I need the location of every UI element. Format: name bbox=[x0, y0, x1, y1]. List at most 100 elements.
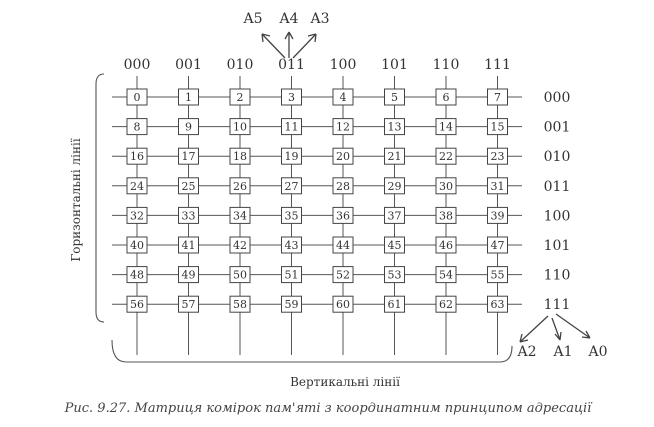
memory-cell-number: 46 bbox=[439, 239, 453, 252]
memory-cell-box bbox=[487, 236, 508, 254]
memory-cell-number: 55 bbox=[491, 269, 505, 282]
memory-cell-box bbox=[332, 88, 354, 106]
memory-cell: 60 bbox=[332, 295, 354, 313]
memory-cell: 33 bbox=[178, 206, 199, 224]
address-bit-a1: A1 bbox=[552, 344, 572, 360]
memory-cell-number: 30 bbox=[439, 180, 453, 193]
memory-cell-box bbox=[229, 236, 251, 254]
memory-cell: 42 bbox=[229, 236, 251, 254]
memory-cell-number: 12 bbox=[336, 121, 350, 134]
memory-cell: 51 bbox=[281, 266, 302, 284]
row-address-label: 010 bbox=[544, 149, 571, 165]
memory-cell-number: 26 bbox=[233, 180, 247, 193]
memory-cell-number: 0 bbox=[134, 91, 141, 104]
memory-cell-box bbox=[435, 206, 457, 224]
memory-cell-number: 62 bbox=[439, 298, 453, 311]
memory-cell-number: 42 bbox=[233, 239, 247, 252]
memory-cell-number: 47 bbox=[491, 239, 505, 252]
memory-cell: 29 bbox=[384, 177, 405, 195]
memory-cell-box bbox=[126, 206, 148, 224]
memory-cell-box bbox=[487, 118, 508, 136]
memory-cell-box bbox=[178, 295, 199, 313]
memory-cell-box bbox=[332, 266, 354, 284]
memory-cell: 48 bbox=[126, 266, 148, 284]
memory-cell-box bbox=[332, 118, 354, 136]
memory-cell-number: 59 bbox=[285, 298, 299, 311]
memory-cell-box bbox=[126, 118, 148, 136]
memory-cell-number: 35 bbox=[285, 209, 299, 222]
memory-cell-number: 23 bbox=[491, 150, 505, 163]
memory-cell-box bbox=[384, 177, 405, 195]
memory-cell-number: 2 bbox=[237, 91, 244, 104]
column-address-label: 101 bbox=[381, 57, 408, 73]
memory-cell: 61 bbox=[384, 295, 405, 313]
memory-cell-number: 44 bbox=[336, 239, 350, 252]
memory-cell: 16 bbox=[126, 147, 148, 165]
memory-cell: 50 bbox=[229, 266, 251, 284]
memory-cell: 4 bbox=[332, 88, 354, 106]
memory-cell: 43 bbox=[281, 236, 302, 254]
memory-cell: 9 bbox=[178, 118, 199, 136]
address-bit-a5: A5 bbox=[242, 11, 262, 27]
memory-cell: 47 bbox=[487, 236, 508, 254]
memory-cell-box bbox=[229, 206, 251, 224]
row-address-label: 001 bbox=[544, 120, 571, 136]
memory-cell-number: 16 bbox=[130, 150, 144, 163]
memory-cell: 5 bbox=[384, 88, 405, 106]
memory-cell: 62 bbox=[435, 295, 457, 313]
memory-cell-number: 31 bbox=[491, 180, 505, 193]
column-address-label: 110 bbox=[433, 57, 460, 73]
memory-cell-box bbox=[229, 295, 251, 313]
memory-cell: 40 bbox=[126, 236, 148, 254]
column-address-label: 111 bbox=[484, 57, 511, 73]
memory-cell-number: 53 bbox=[388, 269, 402, 282]
memory-cell: 53 bbox=[384, 266, 405, 284]
memory-cell-box bbox=[126, 147, 148, 165]
memory-cell-number: 52 bbox=[336, 269, 350, 282]
memory-cell-box bbox=[435, 118, 457, 136]
memory-cell-box bbox=[126, 295, 148, 313]
memory-cell-number: 50 bbox=[233, 269, 247, 282]
memory-cell-box bbox=[435, 88, 457, 106]
memory-cell-box bbox=[487, 147, 508, 165]
memory-cell-number: 43 bbox=[285, 239, 299, 252]
memory-cell: 6 bbox=[435, 88, 457, 106]
arrow-a2 bbox=[519, 315, 549, 343]
memory-cell-number: 24 bbox=[130, 180, 144, 193]
memory-cell: 1 bbox=[178, 88, 199, 106]
memory-cell-box bbox=[487, 88, 508, 106]
memory-cell: 26 bbox=[229, 177, 251, 195]
memory-cell-number: 29 bbox=[388, 180, 402, 193]
row-address-label: 100 bbox=[544, 208, 571, 224]
memory-cell-number: 21 bbox=[388, 150, 402, 163]
horizontal-lines-label: Горизонтальні лінії bbox=[69, 138, 83, 262]
memory-cell: 45 bbox=[384, 236, 405, 254]
memory-cell-number: 15 bbox=[491, 121, 505, 134]
memory-cell: 59 bbox=[281, 295, 302, 313]
memory-cell-box bbox=[384, 88, 405, 106]
column-address-label: 000 bbox=[124, 57, 151, 73]
memory-cell-box bbox=[178, 118, 199, 136]
memory-cell-number: 25 bbox=[182, 180, 196, 193]
memory-cell-number: 57 bbox=[182, 298, 196, 311]
memory-cell-box bbox=[435, 295, 457, 313]
memory-cell-number: 39 bbox=[491, 209, 505, 222]
memory-cell: 20 bbox=[332, 147, 354, 165]
memory-cell: 8 bbox=[126, 118, 148, 136]
memory-cell: 63 bbox=[487, 295, 508, 313]
memory-cell-box bbox=[384, 147, 405, 165]
memory-cell: 30 bbox=[435, 177, 457, 195]
memory-cell-box bbox=[229, 118, 251, 136]
memory-cell-number: 36 bbox=[336, 209, 350, 222]
memory-cell-number: 20 bbox=[336, 150, 350, 163]
memory-cell-number: 41 bbox=[182, 239, 196, 252]
row-address-label: 110 bbox=[544, 268, 571, 284]
memory-cell-number: 38 bbox=[439, 209, 453, 222]
memory-cell: 21 bbox=[384, 147, 405, 165]
memory-cell-box bbox=[332, 206, 354, 224]
memory-cell: 56 bbox=[126, 295, 148, 313]
memory-cell: 55 bbox=[487, 266, 508, 284]
arrow-a5 bbox=[261, 33, 286, 59]
